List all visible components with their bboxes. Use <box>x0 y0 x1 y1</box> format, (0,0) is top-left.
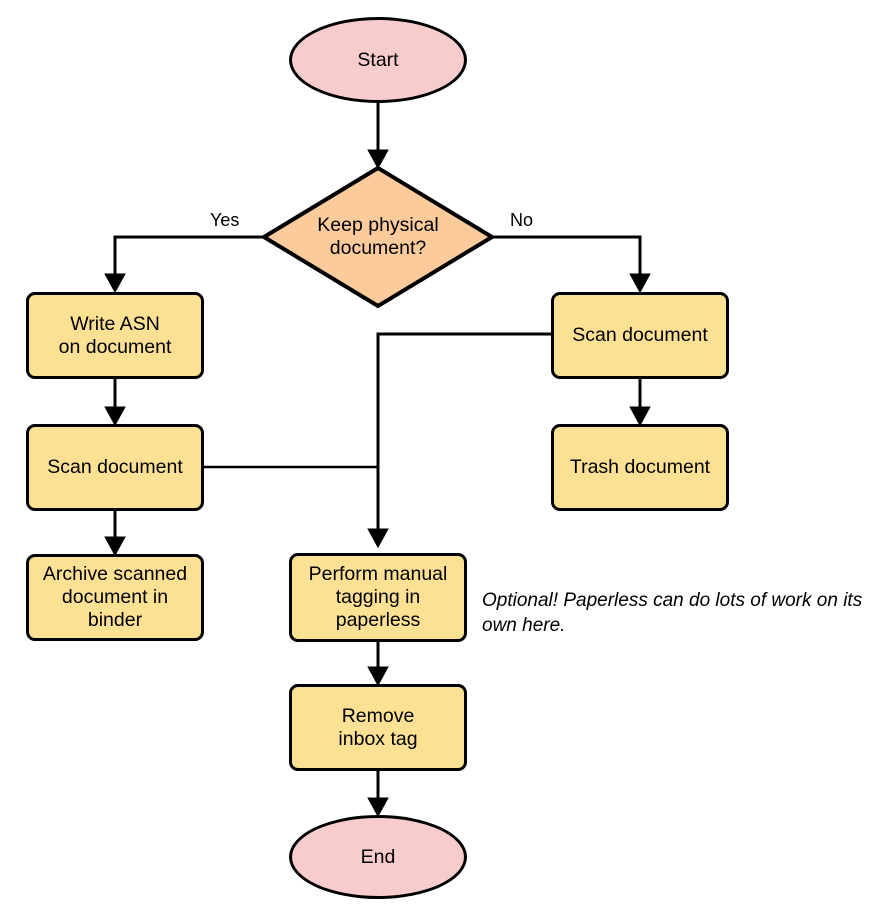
node-remove-inbox-tag-label: Remove inbox tag <box>338 704 418 750</box>
node-perform-manual-tagging[interactable]: Perform manual tagging in paperless <box>289 553 467 642</box>
node-end[interactable]: End <box>289 815 467 899</box>
node-start[interactable]: Start <box>289 17 467 103</box>
node-scan-document-right-label: Scan document <box>572 324 708 346</box>
edge-decision-no-to-scan-right <box>492 235 651 294</box>
node-perform-manual-tagging-label: Perform manual tagging in paperless <box>308 563 448 631</box>
node-scan-document-right[interactable]: Scan document <box>551 292 729 379</box>
edge-scan-right-to-manual-tagging <box>367 332 552 549</box>
node-scan-document-left-label: Scan document <box>47 456 183 478</box>
node-start-label: Start <box>357 48 399 71</box>
node-archive-scanned-document-label: Archive scanned document in binder <box>42 563 188 631</box>
node-end-label: End <box>360 845 396 868</box>
edge-decision-yes-to-write-asn <box>104 235 264 294</box>
node-trash-document-label: Trash document <box>569 456 711 478</box>
node-remove-inbox-tag[interactable]: Remove inbox tag <box>289 684 467 771</box>
node-archive-scanned-document[interactable]: Archive scanned document in binder <box>26 554 204 641</box>
node-scan-document-left[interactable]: Scan document <box>26 424 204 511</box>
annotation-optional-paperless: Optional! Paperless can do lots of work … <box>482 590 863 637</box>
decision-diamond-shape[interactable] <box>262 166 494 308</box>
node-trash-document[interactable]: Trash document <box>551 424 729 511</box>
edge-label-no: No <box>508 210 536 231</box>
node-write-asn[interactable]: Write ASN on document <box>26 292 204 379</box>
edge-label-yes: Yes <box>208 210 242 231</box>
node-write-asn-label: Write ASN on document <box>58 312 172 358</box>
